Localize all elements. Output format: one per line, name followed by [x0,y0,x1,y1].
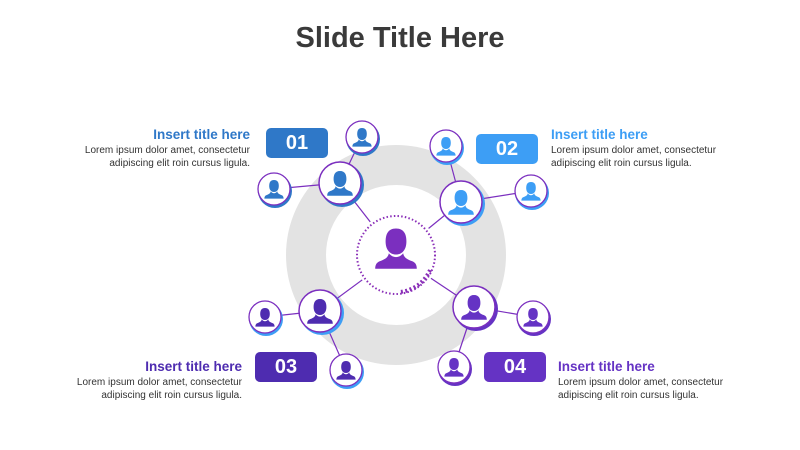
block-desc-line: adipiscing elit roin cursus ligula. [558,389,699,401]
node-2-right [514,174,549,210]
node-1-top [345,120,380,156]
badge-02: 02 [476,134,538,164]
text-block-2: Insert title here Lorem ipsum dolor amet… [551,127,741,170]
node-3-main [298,289,344,335]
block-desc-line: Lorem ipsum dolor amet, consectetur [558,377,724,388]
node-2-top [429,129,464,165]
text-block-4: Insert title here Lorem ipsum dolor amet… [558,359,748,402]
node-4-right [516,300,551,336]
node-3-bottom [329,353,364,389]
node-group-2 [429,129,549,226]
background-ring [286,145,506,365]
node-group-4 [437,285,551,386]
badge-01: 01 [266,128,328,158]
center-hub [354,213,438,297]
node-2-main [439,180,485,226]
block-desc-line: Lorem ipsum dolor amet, consectetur [84,145,250,156]
text-block-3: Insert title here Lorem ipsum dolor amet… [52,359,242,402]
block-desc-line: adipiscing elit roin cursus ligula. [551,157,692,169]
block-desc-line: adipiscing elit roin cursus ligula. [101,389,242,401]
text-block-1: Insert title here Lorem ipsum dolor amet… [60,127,250,170]
badge-03: 03 [255,352,317,382]
node-group-1 [257,120,380,208]
block-desc-line: Lorem ipsum dolor amet, consectetur [76,377,242,388]
block-title: Insert title here [153,127,250,142]
node-1-main [318,161,364,207]
node-3-left [248,300,283,336]
node-1-left [257,172,292,208]
block-desc-line: Lorem ipsum dolor amet, consectetur [551,145,717,156]
block-desc-line: adipiscing elit roin cursus ligula. [109,157,250,169]
badge-04: 04 [484,352,546,382]
slide-title: Slide Title Here [295,22,505,54]
node-4-bottom [437,350,472,386]
node-group-3 [248,289,364,389]
node-4-main [452,285,498,331]
block-title: Insert title here [145,359,242,374]
block-title: Insert title here [558,359,655,374]
block-title: Insert title here [551,127,648,142]
